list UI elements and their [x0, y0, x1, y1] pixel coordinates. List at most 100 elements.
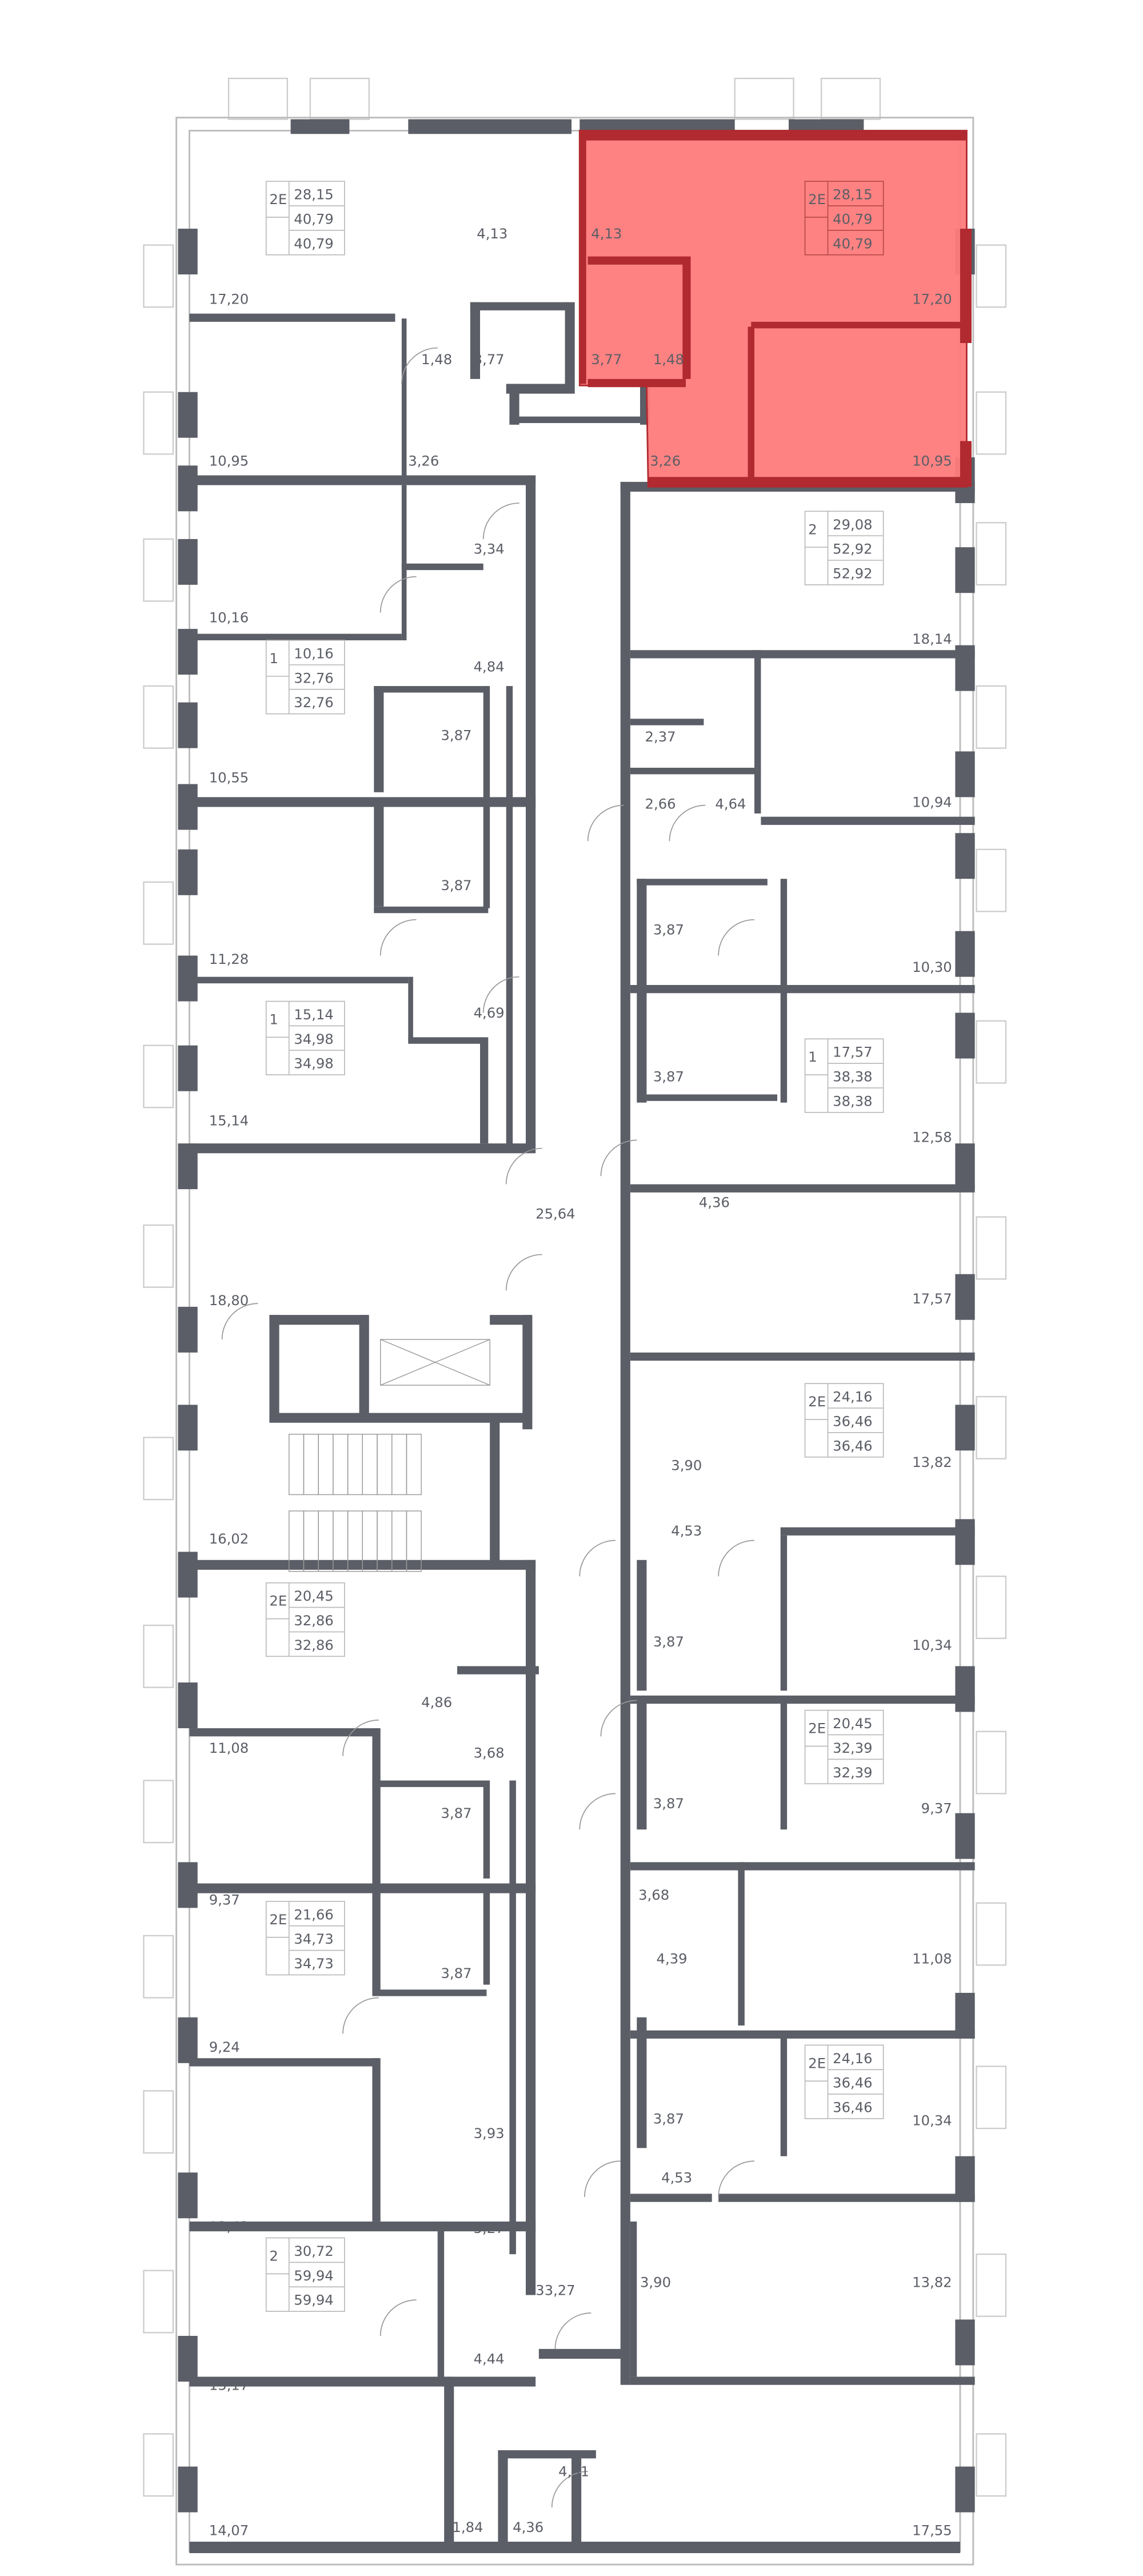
interior-wall: [646, 1094, 777, 1101]
exterior-wall-segment: [955, 1405, 975, 1451]
apartment-type: 2E: [269, 191, 287, 208]
exterior-wall-segment: [178, 702, 198, 748]
window: [143, 1780, 174, 1844]
interior-wall: [374, 800, 384, 907]
interior-wall: [738, 1862, 745, 2026]
window: [976, 522, 1007, 586]
total-area: 40,79: [294, 210, 333, 227]
interior-wall: [269, 1315, 367, 1325]
window: [143, 1935, 174, 1999]
card-border: [265, 181, 345, 256]
interior-wall: [269, 1413, 531, 1423]
building-outline: [175, 117, 974, 2566]
room-area-label: 11,08: [209, 1740, 249, 1756]
door-swing: [718, 2160, 755, 2198]
stair-step: [406, 1434, 422, 1496]
total-area-alt: 36,46: [833, 1437, 872, 1454]
window: [143, 2433, 174, 2497]
living-area: 15,14: [294, 1006, 333, 1023]
interior-wall: [189, 976, 409, 984]
room-area-label: 10,30: [912, 959, 952, 975]
room-area-label: 4,86: [421, 1694, 452, 1710]
window: [227, 78, 288, 120]
room-area-label: 9,24: [209, 2039, 240, 2055]
room-area-label: 9,37: [209, 1892, 240, 1908]
room-area-label: 4,69: [474, 1004, 505, 1021]
door-swing: [379, 2299, 417, 2336]
window: [143, 881, 174, 945]
living-area: 24,16: [833, 2050, 872, 2067]
card-border: [804, 181, 884, 256]
total-area: 59,94: [294, 2267, 333, 2284]
interior-wall: [630, 2030, 975, 2039]
window: [143, 1044, 174, 1108]
total-area-alt: 52,92: [833, 565, 872, 581]
window: [143, 538, 174, 602]
room-area-label: 13,82: [912, 1454, 952, 1470]
room-area-label: 17,57: [912, 1290, 952, 1307]
living-area: 28,15: [833, 186, 872, 203]
interior-wall: [401, 485, 407, 641]
total-area-alt: 40,79: [833, 235, 872, 252]
interior-wall: [189, 313, 395, 322]
selected-apartment-wall: [588, 378, 686, 388]
interior-wall: [522, 1315, 533, 1430]
stair-step: [333, 1434, 349, 1496]
apartment-type: 2E: [808, 191, 826, 208]
selected-apartment-wall: [588, 256, 686, 265]
room-area-label: 12,42: [209, 2218, 249, 2235]
interior-wall: [269, 1315, 279, 1421]
exterior-wall-segment: [955, 2319, 975, 2366]
interior-wall: [498, 2450, 508, 2549]
room-area-label: 13,82: [912, 2274, 952, 2290]
room-area-label: 25,64: [535, 1206, 575, 1222]
window: [976, 685, 1007, 749]
card-border: [265, 2237, 345, 2312]
exterior-wall-segment: [178, 849, 198, 895]
exterior-wall-segment: [955, 2466, 975, 2513]
window: [976, 848, 1007, 912]
interior-wall: [630, 2221, 637, 2377]
room-area-label: 16,02: [209, 1530, 249, 1547]
exterior-wall-segment: [178, 2335, 198, 2382]
room-area-label: 17,55: [912, 2522, 952, 2539]
interior-wall: [189, 1143, 536, 1154]
interior-wall: [637, 879, 647, 994]
total-area-alt: 32,76: [294, 694, 333, 711]
room-area-label: 2,37: [645, 728, 676, 745]
total-area: 32,76: [294, 669, 333, 686]
interior-wall: [490, 1315, 531, 1325]
selected-apartment-highlight[interactable]: [578, 130, 968, 488]
room-area-label: 10,34: [912, 2112, 952, 2128]
room-area-label: 3,87: [441, 1965, 471, 1981]
window: [734, 78, 794, 120]
exterior-wall-segment: [955, 1012, 975, 1059]
living-area: 28,15: [294, 186, 333, 203]
card-border: [804, 1038, 884, 1113]
interior-wall: [374, 686, 384, 792]
interior-wall: [509, 384, 519, 425]
door-swing: [718, 1540, 755, 1577]
window: [976, 2433, 1007, 2497]
apartment-type: 2E: [808, 1720, 826, 1737]
exterior-wall-segment: [955, 1143, 975, 1190]
interior-wall: [506, 384, 575, 394]
selected-apartment-wall: [580, 130, 967, 141]
room-area-label: 12,58: [912, 1129, 952, 1145]
room-area-label: 3,90: [671, 1457, 702, 1474]
room-area-label: 33,27: [535, 2282, 575, 2299]
room-area-label: 3,87: [653, 1068, 684, 1085]
